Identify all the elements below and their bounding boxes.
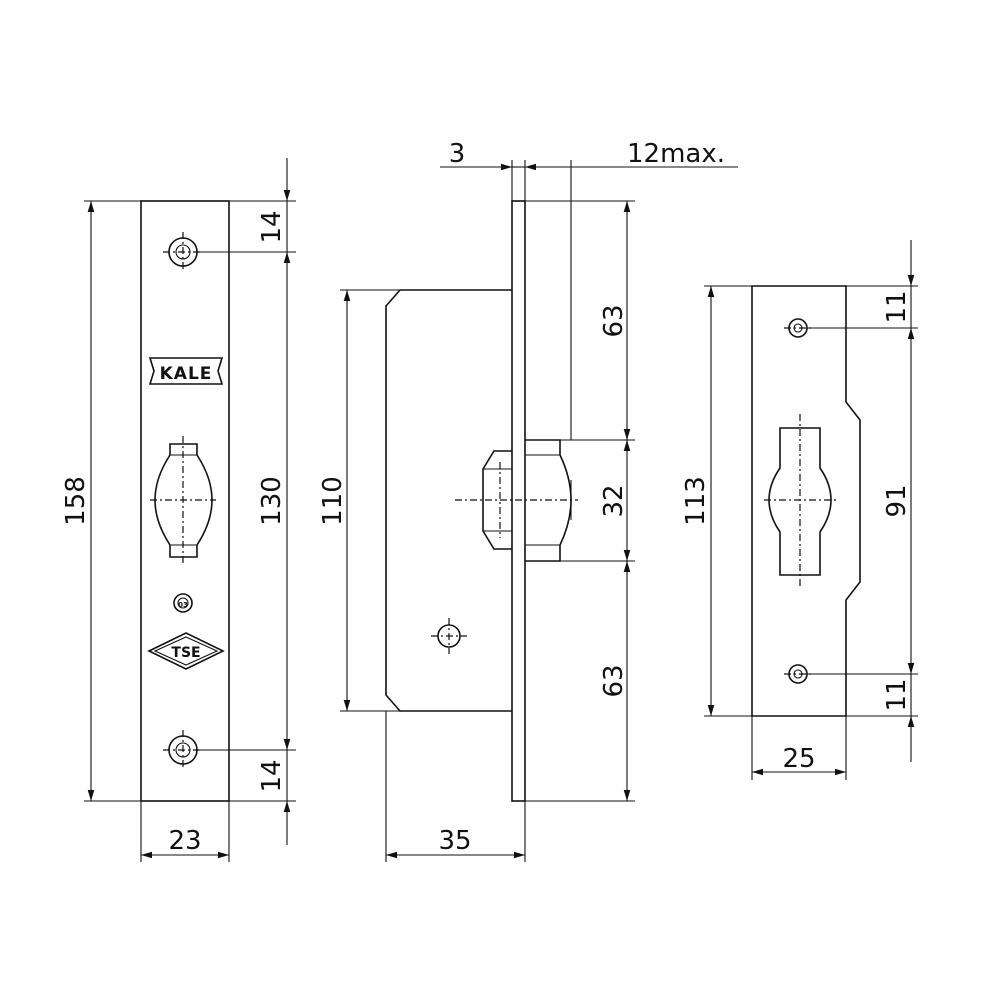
dim-depth: 35	[438, 826, 471, 856]
dim-strike-top-offset: 11	[882, 290, 912, 323]
latch-window	[150, 436, 216, 566]
strike-plate-view: 113 11 91 11 25	[681, 240, 918, 780]
spindle-hole	[431, 618, 467, 654]
dim-strike-hole-spacing: 91	[882, 484, 912, 517]
strike-opening	[764, 414, 836, 588]
dim-body-height: 110	[318, 476, 348, 526]
kale-logo: KALE	[148, 357, 224, 385]
stamp-mark-text: 03	[178, 601, 188, 609]
lock-body	[385, 289, 512, 712]
latch-follower	[482, 450, 512, 550]
kale-logo-text: KALE	[160, 364, 213, 384]
dim-faceplate-thickness: 3	[449, 139, 466, 169]
dim-top-hole-offset: 14	[257, 210, 287, 243]
side-view: 110 63 32 63 3 12max. 35	[318, 139, 738, 862]
tse-mark-text: TSE	[171, 645, 200, 661]
strike-plate-outline	[751, 285, 861, 717]
tse-mark: TSE	[147, 632, 225, 670]
dim-hole-spacing: 130	[257, 476, 287, 526]
dim-strike-bottom-offset: 11	[882, 678, 912, 711]
dim-lower-offset: 63	[599, 664, 629, 697]
dim-strike-width: 25	[782, 744, 815, 774]
dim-width: 23	[168, 826, 201, 856]
dim-upper-offset: 63	[599, 304, 629, 337]
dim-overall-height: 158	[61, 476, 91, 526]
stamp-mark: 03	[173, 593, 193, 613]
faceplate-side	[511, 200, 526, 802]
front-view: KALE 03 TSE	[61, 158, 296, 862]
dim-bottom-hole-offset: 14	[257, 759, 287, 792]
dim-latch-height: 32	[599, 484, 629, 517]
dim-throw: 12max.	[627, 139, 725, 169]
faceplate-outline	[140, 200, 230, 802]
dim-strike-height: 113	[681, 476, 711, 526]
